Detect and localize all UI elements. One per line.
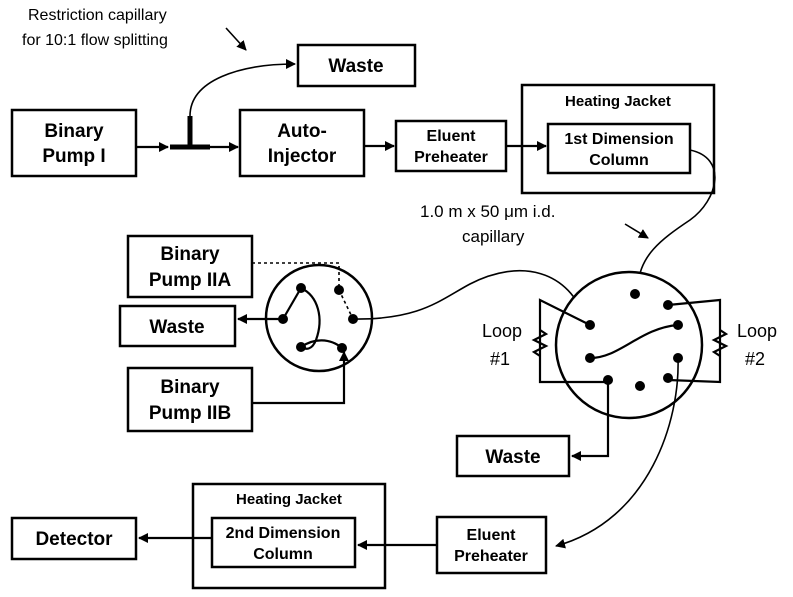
right-valve-to-waste-arrow <box>571 380 610 461</box>
waste-left-box <box>118 304 237 348</box>
restriction-annotation-line1: Restriction capillary <box>28 7 167 24</box>
right-valve-internal-path <box>589 323 679 360</box>
pump-2a-dotted-line <box>252 262 340 290</box>
binary-pump-2a-label-line2: Pump IIA <box>149 270 232 291</box>
binary-pump-2b-label-line2: Pump IIB <box>149 403 231 424</box>
binary-pump-1-box <box>10 108 138 178</box>
right-valve-to-preheater-capillary <box>555 357 679 549</box>
detector-box <box>10 516 138 561</box>
binary-pump-2b-box <box>126 366 254 433</box>
first-dimension-column-label-line2: Column <box>589 152 649 169</box>
binary-pump-1-label-line2: Pump I <box>42 146 105 167</box>
waste-top-label: Waste <box>328 56 383 77</box>
left-valve-dotted-path <box>338 289 354 320</box>
second-dimension-column-box <box>210 516 357 569</box>
loop-1-label-line1: Loop <box>482 321 522 341</box>
waste-bottom-label: Waste <box>485 447 540 468</box>
loop-1-coil <box>531 329 549 357</box>
second-dimension-column-label-line1: 2nd Dimension <box>226 525 341 542</box>
binary-pump-2b-label-line1: Binary <box>160 377 220 398</box>
waste-top-box <box>296 43 417 88</box>
loop-2-label-line2: #2 <box>745 349 765 369</box>
binary-pump-1-label-line1: Binary <box>44 121 104 142</box>
eluent-preheater-2-box <box>435 515 548 575</box>
heating-jacket-1-label: Heating Jacket <box>565 93 671 110</box>
restriction-pointer-arrow <box>225 27 247 51</box>
loop-1-connection <box>538 298 608 384</box>
eluent-preheater-2-label-line2: Preheater <box>454 548 528 565</box>
autoinjector-box <box>238 108 366 178</box>
detector-label: Detector <box>35 529 113 550</box>
autoinjector-label-line1: Auto- <box>277 121 327 142</box>
loop-1-label-line2: #1 <box>490 349 510 369</box>
heating-jacket-2-label: Heating Jacket <box>236 491 342 508</box>
autoinjector-label-line2: Injector <box>268 146 337 167</box>
eluent-preheater-1-label-line1: Eluent <box>427 128 477 145</box>
first-column-to-valve-capillary <box>633 149 716 286</box>
eluent-preheater-1-label-line2: Preheater <box>414 149 488 166</box>
waste-bottom-box <box>455 434 571 478</box>
binary-pump-2a-box <box>126 234 254 299</box>
waste-left-label: Waste <box>149 317 204 338</box>
loop-2-coil <box>711 329 729 357</box>
first-dimension-column-label-line1: 1st Dimension <box>564 131 673 148</box>
eluent-preheater-2-label-line1: Eluent <box>467 527 517 544</box>
loop-2-connection <box>667 298 722 384</box>
capillary-annotation-line1: 1.0 m x 50 μm i.d. <box>420 202 555 221</box>
left-valve-internal-path-3 <box>300 339 343 349</box>
restriction-capillary-to-waste-arrow <box>189 59 296 117</box>
loop-2-label-line1: Loop <box>737 321 777 341</box>
binary-pump-2a-label-line1: Binary <box>160 244 220 265</box>
capillary-pointer-arrow <box>624 223 649 239</box>
left-valve-to-right-valve-capillary <box>352 270 589 323</box>
capillary-annotation-line2: capillary <box>462 227 525 246</box>
pump-2b-to-left-valve-arrow <box>252 351 349 405</box>
restriction-annotation-line2: for 10:1 flow splitting <box>22 32 168 49</box>
first-dimension-column-box <box>546 122 692 175</box>
left-valve-internal-path-2 <box>282 287 302 320</box>
second-dimension-column-label-line2: Column <box>253 546 313 563</box>
